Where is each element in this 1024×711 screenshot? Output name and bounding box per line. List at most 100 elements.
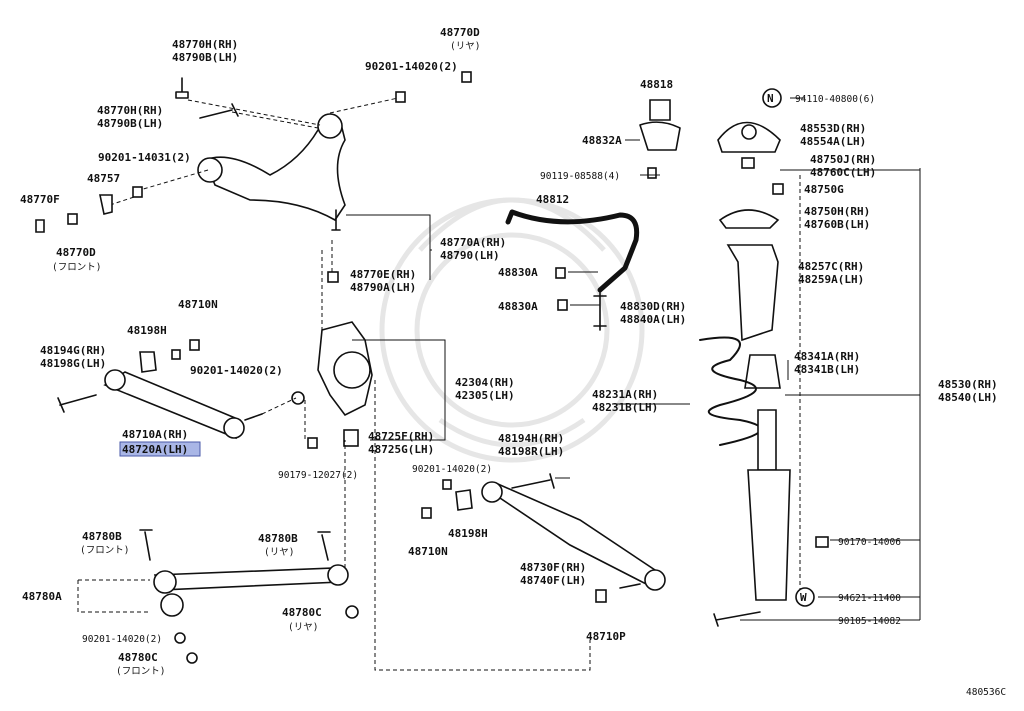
label-48770h[interactable]: 48770H(RH) [172,38,238,51]
label-48757[interactable]: 48757 [87,172,120,185]
label-94621-11400[interactable]: 94621-11400 [838,593,901,604]
washer-90201-14031[interactable] [132,186,143,198]
label-90105-14082[interactable]: 90105-14082 [838,616,901,627]
label-48760c[interactable]: 48760C(LH) [810,166,876,179]
label-48530[interactable]: 48530(RH) [938,378,998,391]
label-42305[interactable]: 42305(LH) [455,389,515,402]
bolt-48770h-mid[interactable] [199,103,239,119]
label-48760b[interactable]: 48760B(LH) [804,218,870,231]
label-48710n-low[interactable]: 48710N [408,545,448,558]
label-48790a[interactable]: 48790A(LH) [350,281,416,294]
label-48750j[interactable]: 48750J(RH) [810,153,876,166]
shock-absorber-48530[interactable] [747,469,791,601]
nut-90201-low[interactable] [442,479,452,490]
cam-48770f[interactable] [35,219,45,233]
label-90179-12027[interactable]: 90179-12027(2) [278,470,358,481]
label-48840a[interactable]: 48840A(LH) [620,313,686,326]
nut-90179[interactable] [307,437,318,449]
nut-48770d-rear[interactable] [461,71,472,83]
upper-arm-bushing-front[interactable] [197,157,223,183]
label-90201-14020-low[interactable]: 90201-14020(2) [412,464,492,475]
label-48780a[interactable]: 48780A [22,590,62,603]
label-48770d-rear[interactable]: 48770D [440,26,480,39]
label-48770e[interactable]: 48770E(RH) [350,268,416,281]
nut-48780c-rear[interactable] [345,605,359,619]
nut-90201-bl[interactable] [174,632,186,644]
label-48750h[interactable]: 48750H(RH) [804,205,870,218]
stabilizer-link-48830d[interactable] [593,291,607,331]
label-48730f[interactable]: 48730F(RH) [520,561,586,574]
upper-control-arm[interactable] [203,118,346,222]
label-90201-14020-mid[interactable]: 90201-14020(2) [190,364,283,377]
label-48231a[interactable]: 48231A(RH) [592,388,658,401]
label-48830a-2[interactable]: 48830A [498,300,538,313]
label-48790[interactable]: 48790(LH) [440,249,500,262]
bolt-90105[interactable] [713,611,761,627]
stabilizer-bushing-48818[interactable] [649,99,671,121]
bolt-48770h-top[interactable] [175,77,189,99]
nut-48710n-top[interactable] [189,339,200,351]
nut-48780c-front[interactable] [186,652,198,664]
label-48198g[interactable]: 48198G(LH) [40,357,106,370]
bolt-48780b-front[interactable] [139,529,153,561]
stabilizer-bar-48812[interactable] [505,209,640,293]
bumper-48257c[interactable] [726,244,779,342]
cam-48198h-top[interactable] [139,351,157,373]
nut-90201-top[interactable] [395,91,406,103]
label-48770h-b[interactable]: 48770H(RH) [97,104,163,117]
upper-arm-bushing-rear[interactable] [317,113,343,139]
label-48710n-top[interactable]: 48710N [178,298,218,311]
label-90170-14006[interactable]: 90170-14006 [838,537,901,548]
label-48790b[interactable]: 48790B(LH) [172,51,238,64]
label-48259a[interactable]: 48259A(LH) [798,273,864,286]
label-48770d-front[interactable]: 48770D [56,246,96,259]
label-48710p[interactable]: 48710P [586,630,626,643]
label-48198h-low[interactable]: 48198H [448,527,488,540]
nut-48710p[interactable] [595,589,607,603]
label-48554a[interactable]: 48554A(LH) [800,135,866,148]
coil-spring-48231a[interactable] [699,336,762,446]
label-48720a[interactable]: 48720A(LH) [122,443,188,456]
label-48553d[interactable]: 48553D(RH) [800,122,866,135]
label-48540[interactable]: 48540(LH) [938,391,998,404]
label-48770f[interactable]: 48770F [20,193,60,206]
nut-48770d-front[interactable] [67,213,78,225]
label-94110-40800[interactable]: 94110-40800(6) [795,94,875,105]
label-48818[interactable]: 48818 [640,78,673,91]
label-48341b[interactable]: 48341B(LH) [794,363,860,376]
label-48740f[interactable]: 48740F(LH) [520,574,586,587]
label-48830a-1[interactable]: 48830A [498,266,538,279]
strut-rod-48780a[interactable] [153,567,342,591]
nut-90170[interactable] [815,536,829,548]
nut-48710n-low[interactable] [421,507,432,519]
label-48725f[interactable]: 48725F(RH) [368,430,434,443]
label-48231b[interactable]: 48231B(LH) [592,401,658,414]
label-90201-14031[interactable]: 90201-14031(2) [98,151,191,164]
label-48780b-rear[interactable]: 48780B [258,532,298,545]
label-48780b-front[interactable]: 48780B [82,530,122,543]
stopper-48341a[interactable] [744,354,781,389]
label-48830d[interactable]: 48830D(RH) [620,300,686,313]
cam-plate-48757[interactable] [99,194,113,215]
stabilizer-bracket-48832a[interactable] [639,121,681,151]
label-48257c[interactable]: 48257C(RH) [798,260,864,273]
label-48194h[interactable]: 48194H(RH) [498,432,564,445]
label-48780c-rear[interactable]: 48780C [282,606,322,619]
label-48812[interactable]: 48812 [536,193,569,206]
upper-ball-joint[interactable] [331,209,341,231]
label-48198r[interactable]: 48198R(LH) [498,445,564,458]
nut-48770e[interactable] [327,271,339,283]
cam-48198h-low[interactable] [455,489,473,511]
mount-48750h[interactable] [718,209,780,229]
label-90119-08588[interactable]: 90119-08588(4) [540,171,620,182]
label-90201-14020-bl[interactable]: 90201-14020(2) [82,634,162,645]
label-48198h-top[interactable]: 48198H [127,324,167,337]
label-48780c-front[interactable]: 48780C [118,651,158,664]
nut-48750j[interactable] [741,157,755,169]
nut-48830a-1[interactable] [555,267,566,279]
label-48194g[interactable]: 48194G(RH) [40,344,106,357]
bolt-48194h[interactable] [511,473,555,489]
label-42304[interactable]: 42304(RH) [455,376,515,389]
nut-48830a-2[interactable] [557,299,568,311]
label-48750g[interactable]: 48750G [804,183,844,196]
